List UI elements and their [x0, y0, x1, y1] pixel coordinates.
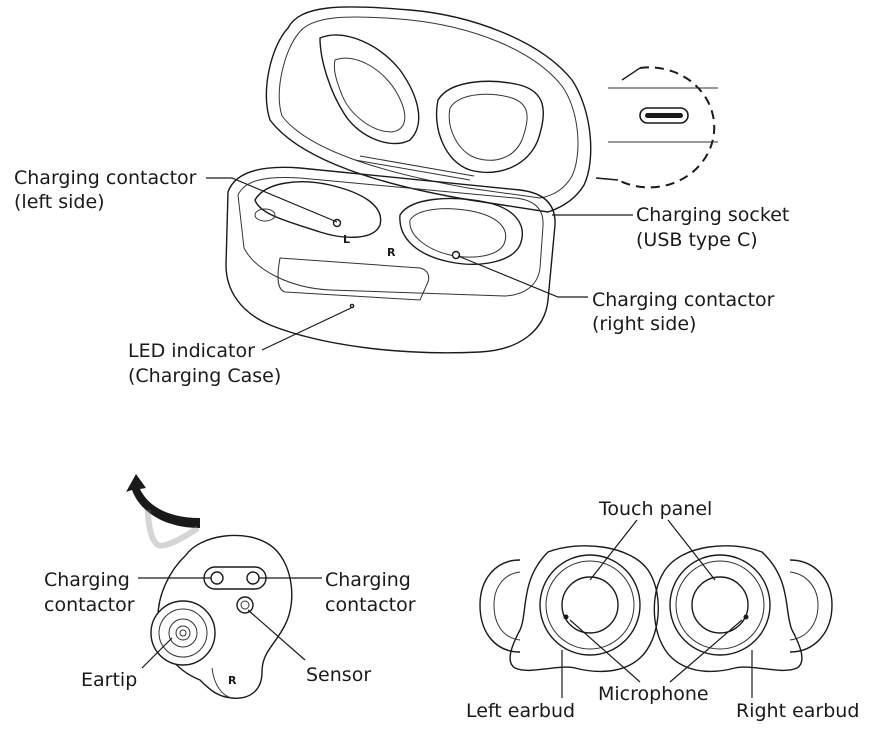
label-contactor-left-line1: Charging contactor — [14, 167, 197, 189]
slot-right — [399, 197, 523, 265]
slot-left — [254, 181, 382, 239]
eartip-core — [179, 629, 187, 637]
right-earbud-eartip-inner — [789, 571, 819, 641]
leader-led — [261, 307, 352, 351]
leader-contactor-right — [457, 255, 588, 298]
earbud-back-stem — [211, 667, 233, 699]
case-base-outline — [225, 166, 556, 354]
slot-left-pad — [254, 208, 276, 222]
label-microphone: Microphone — [598, 683, 709, 705]
label-contactor-right: Charging contactor (right side) — [592, 289, 781, 335]
led-dot — [349, 303, 355, 309]
zoom-pointer — [595, 67, 641, 181]
eartip-nozzle — [168, 618, 198, 648]
right-earbud-eartip — [789, 559, 833, 653]
lid-cavity-right — [435, 80, 545, 174]
leader-touch-right — [667, 519, 716, 581]
leader-sensor — [247, 609, 306, 661]
right-earbud-shell — [653, 545, 803, 673]
label-led-line1: LED indicator — [128, 340, 255, 362]
leader-touch-left — [589, 519, 638, 581]
left-earbud-eartip-inner — [493, 571, 521, 641]
label-socket-line1: Charging socket — [636, 204, 789, 226]
case-lid-outline — [265, 6, 592, 213]
left-touch-panel-ring — [539, 554, 641, 656]
label-contactor-right-line1: Charging contactor — [592, 289, 775, 311]
lid-cavity-left — [319, 34, 420, 145]
right-touch-panel-edge — [675, 560, 765, 650]
left-touch-panel-edge — [545, 560, 635, 650]
label-contactor-right-line2: (right side) — [592, 313, 696, 335]
right-earbud-illustration — [653, 545, 833, 673]
case-lid-inner-rim — [278, 16, 579, 199]
label-socket: Charging socket (USB type C) — [636, 204, 795, 251]
label-contactor-left-line2: (left side) — [14, 191, 105, 213]
left-earbud-shell — [509, 545, 659, 673]
leader-mic-left — [569, 619, 641, 683]
right-touch-panel-ring — [669, 554, 771, 656]
case-hinge — [354, 155, 475, 181]
contact-pin-left — [210, 571, 224, 585]
leader-mic-right — [669, 619, 743, 683]
lid-cavity-right-inner — [448, 93, 528, 161]
eartip-mesh — [175, 625, 191, 641]
label-right-earbud: Right earbud — [736, 700, 859, 722]
usb-c-zoom-callout — [595, 66, 718, 189]
left-touch-panel — [561, 576, 619, 634]
earbud-back-illustration: R — [126, 474, 293, 699]
label-led-line2: (Charging Case) — [128, 365, 281, 387]
label-socket-line2: (USB type C) — [636, 229, 758, 251]
rotation-arrow-icon — [126, 474, 200, 528]
label-back-contact-left-line2: contactor — [44, 594, 135, 616]
eartip-ring — [158, 608, 208, 658]
leader-contactor-left — [206, 177, 338, 223]
label-led: LED indicator (Charging Case) — [128, 340, 281, 387]
case-base-tray — [277, 257, 430, 301]
right-touch-panel — [691, 576, 749, 634]
right-microphone-hole — [743, 614, 749, 620]
lid-cavity-left-inner — [333, 57, 406, 133]
slot-left-mark: L — [343, 233, 350, 246]
label-sensor: Sensor — [306, 664, 371, 686]
slot-right-mark: R — [387, 246, 396, 259]
usb-c-port-tongue — [645, 113, 683, 118]
label-back-contact-right-line1: Charging — [325, 569, 411, 591]
label-eartip: Eartip — [81, 669, 137, 691]
contact-right-pin — [451, 250, 461, 260]
eartip-outer — [150, 600, 216, 666]
rotation-arrow-fade — [145, 509, 200, 549]
label-back-contact-left: Charging contactor — [44, 569, 136, 616]
left-microphone-hole — [563, 614, 569, 620]
zoom-circle — [617, 66, 716, 189]
leader-eartip — [141, 637, 173, 669]
slot-right-inner — [409, 208, 507, 258]
case-base-top-rim — [237, 177, 544, 297]
contact-pin-right — [246, 571, 260, 585]
label-back-contact-left-line1: Charging — [44, 569, 130, 591]
sensor-lens — [240, 600, 250, 610]
earbud-side-mark: R — [228, 674, 237, 687]
label-left-earbud: Left earbud — [466, 700, 575, 722]
left-earbud-eartip — [479, 559, 521, 653]
left-earbud-illustration — [479, 545, 659, 673]
label-back-contact-right-line2: contactor — [325, 594, 416, 616]
charging-case-illustration: L R — [225, 6, 592, 354]
label-contactor-left: Charging contactor (left side) — [14, 167, 203, 213]
sensor-window — [236, 596, 254, 614]
label-touch-panel: Touch panel — [598, 498, 712, 520]
label-back-contact-right: Charging contactor — [325, 569, 417, 616]
